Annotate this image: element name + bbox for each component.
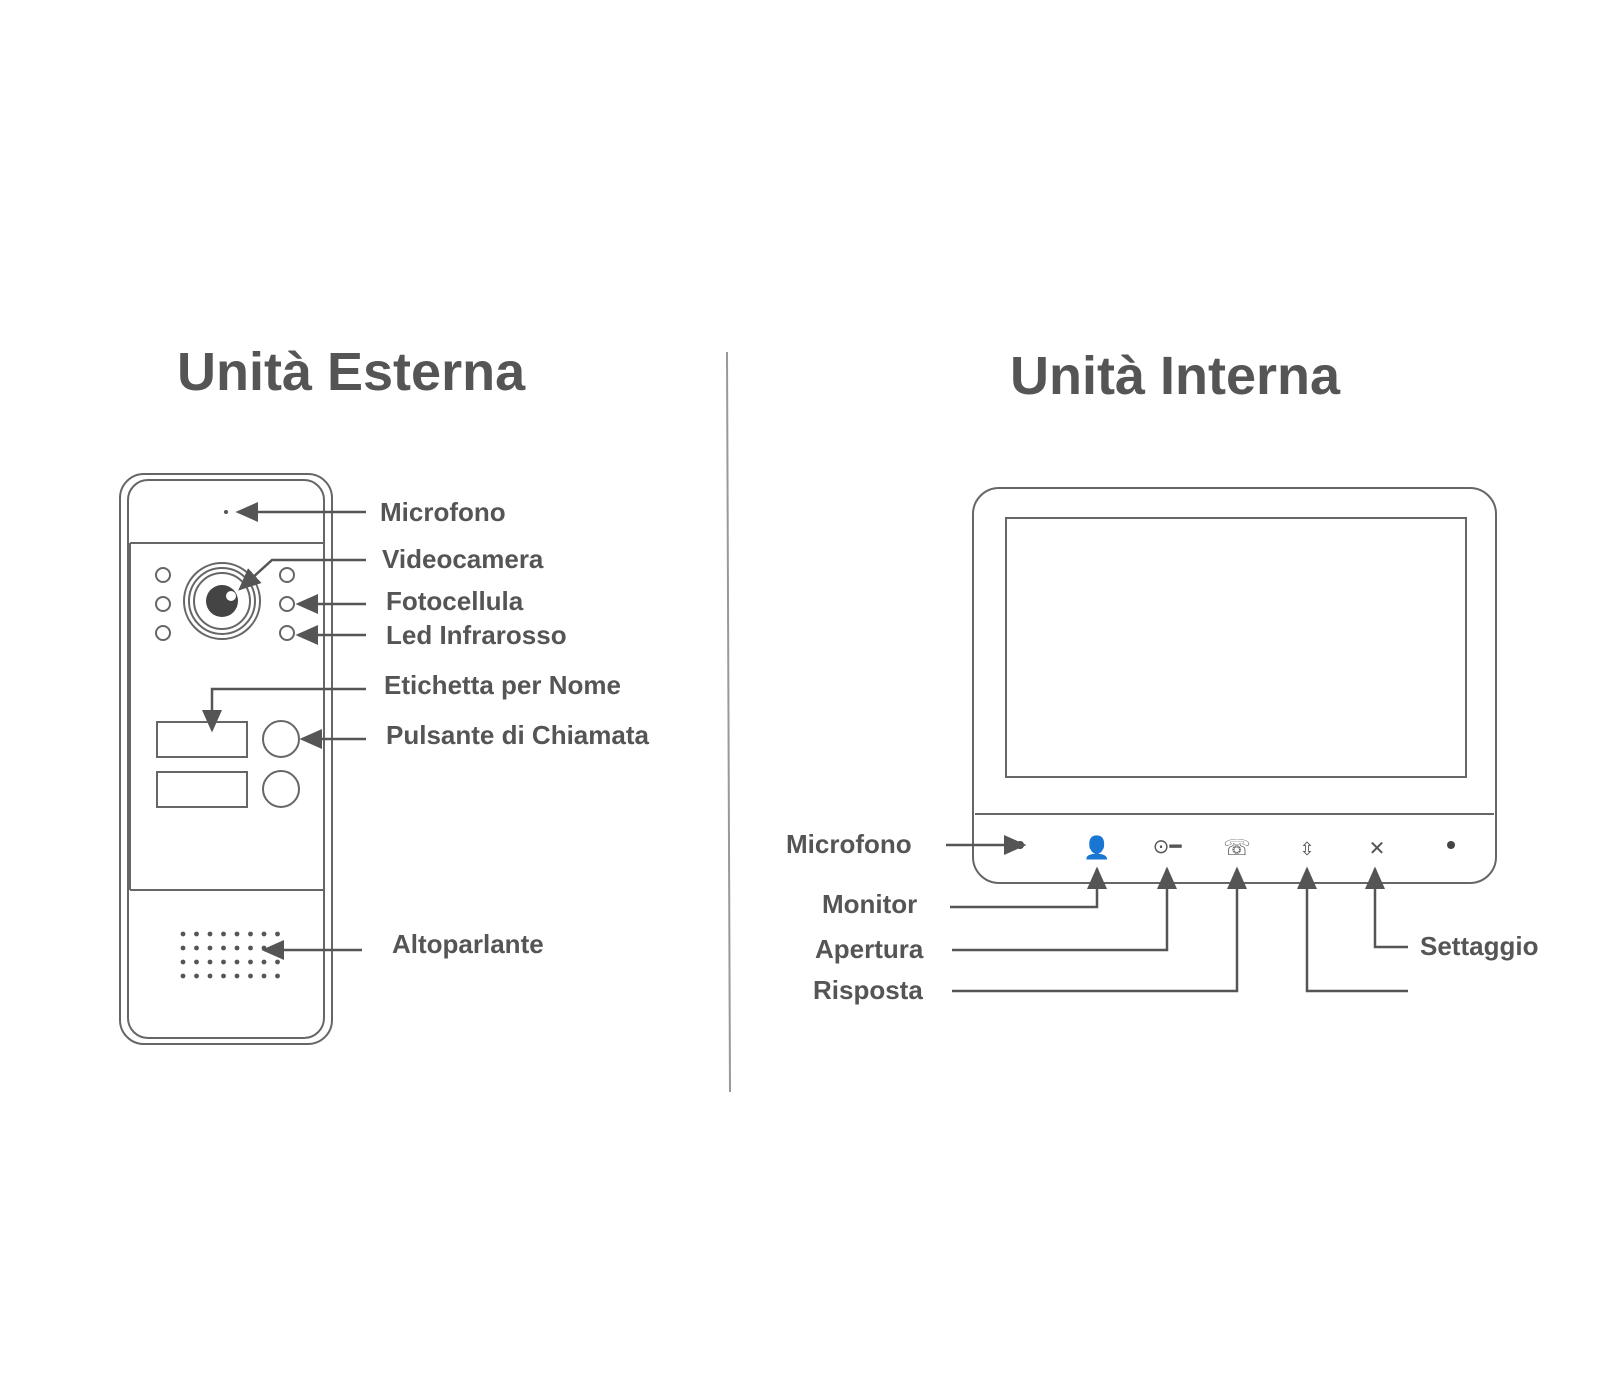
indoor-unit-title: Unità Interna [1010, 346, 1341, 406]
name-label-slot [156, 771, 248, 808]
speaker-hole [180, 931, 186, 937]
speaker-hole [248, 959, 253, 965]
speaker-hole [234, 973, 240, 979]
speaker-hole [207, 945, 213, 951]
speaker-hole [275, 959, 280, 965]
speaker-hole [194, 973, 199, 979]
speaker-hole [261, 973, 267, 979]
up-down-icon[interactable]: ⇳ [1299, 839, 1314, 860]
label-name-tag: Etichetta per Nome [384, 670, 621, 700]
label-speaker: Altoparlante [392, 929, 544, 959]
speaker-hole [221, 945, 226, 951]
speaker-hole [180, 959, 186, 965]
divider [726, 351, 731, 1093]
speaker-hole [221, 931, 226, 937]
speaker-hole [207, 959, 213, 965]
label-settings: Settaggio [1420, 931, 1538, 961]
speaker-hole [248, 931, 253, 937]
speaker-hole [221, 959, 226, 965]
label-monitor: Monitor [822, 889, 917, 919]
speaker-hole [180, 973, 186, 979]
speaker-hole [194, 945, 199, 951]
speaker-hole [194, 959, 199, 965]
speaker-hole [207, 931, 213, 937]
label-unlock: Apertura [815, 934, 924, 964]
speaker-hole [261, 931, 267, 937]
speaker-hole [180, 945, 186, 951]
label-indoor-microphone: Microfono [786, 829, 912, 859]
name-label-slot [156, 721, 248, 758]
speaker-hole [221, 973, 226, 979]
microphone-hole [224, 510, 228, 514]
outdoor-unit-title: Unità Esterna [177, 342, 526, 402]
speaker-hole [234, 945, 240, 951]
speaker-hole [275, 931, 280, 937]
power-led [1447, 841, 1455, 849]
camera-lens [183, 562, 261, 640]
speaker-hole [248, 945, 253, 951]
label-camera: Videocamera [382, 544, 544, 574]
screen [1005, 517, 1467, 778]
call-button[interactable] [262, 770, 300, 808]
label-infrared-led: Led Infrarosso [386, 620, 567, 650]
label-answer: Risposta [813, 975, 923, 1005]
speaker-hole [194, 931, 199, 937]
indoor-monitor: 👤 ⊙━ ☏ ⇳ ✕ [972, 487, 1497, 884]
speaker-hole [248, 973, 253, 979]
phone-icon[interactable]: ☏ [1223, 836, 1251, 861]
speaker-grille [180, 931, 280, 979]
indoor-callouts: Microfono Monitor Apertura Risposta Sett… [786, 829, 1538, 1005]
label-photocell: Fotocellula [386, 586, 524, 616]
speaker-hole [275, 973, 280, 979]
key-icon[interactable]: ⊙━ [1153, 834, 1183, 858]
led-indicators [155, 567, 295, 641]
settings-tools-icon[interactable]: ✕ [1369, 836, 1386, 860]
speaker-hole [234, 931, 240, 937]
speaker-hole [234, 959, 240, 965]
speaker-hole [207, 973, 213, 979]
outdoor-callouts: Microfono Videocamera Fotocellula Led In… [202, 497, 649, 960]
call-button[interactable] [262, 720, 300, 758]
label-microphone: Microfono [380, 497, 506, 527]
speaker-hole [261, 959, 267, 965]
monitor-icon[interactable]: 👤 [1083, 835, 1110, 861]
label-call-button: Pulsante di Chiamata [386, 720, 649, 750]
